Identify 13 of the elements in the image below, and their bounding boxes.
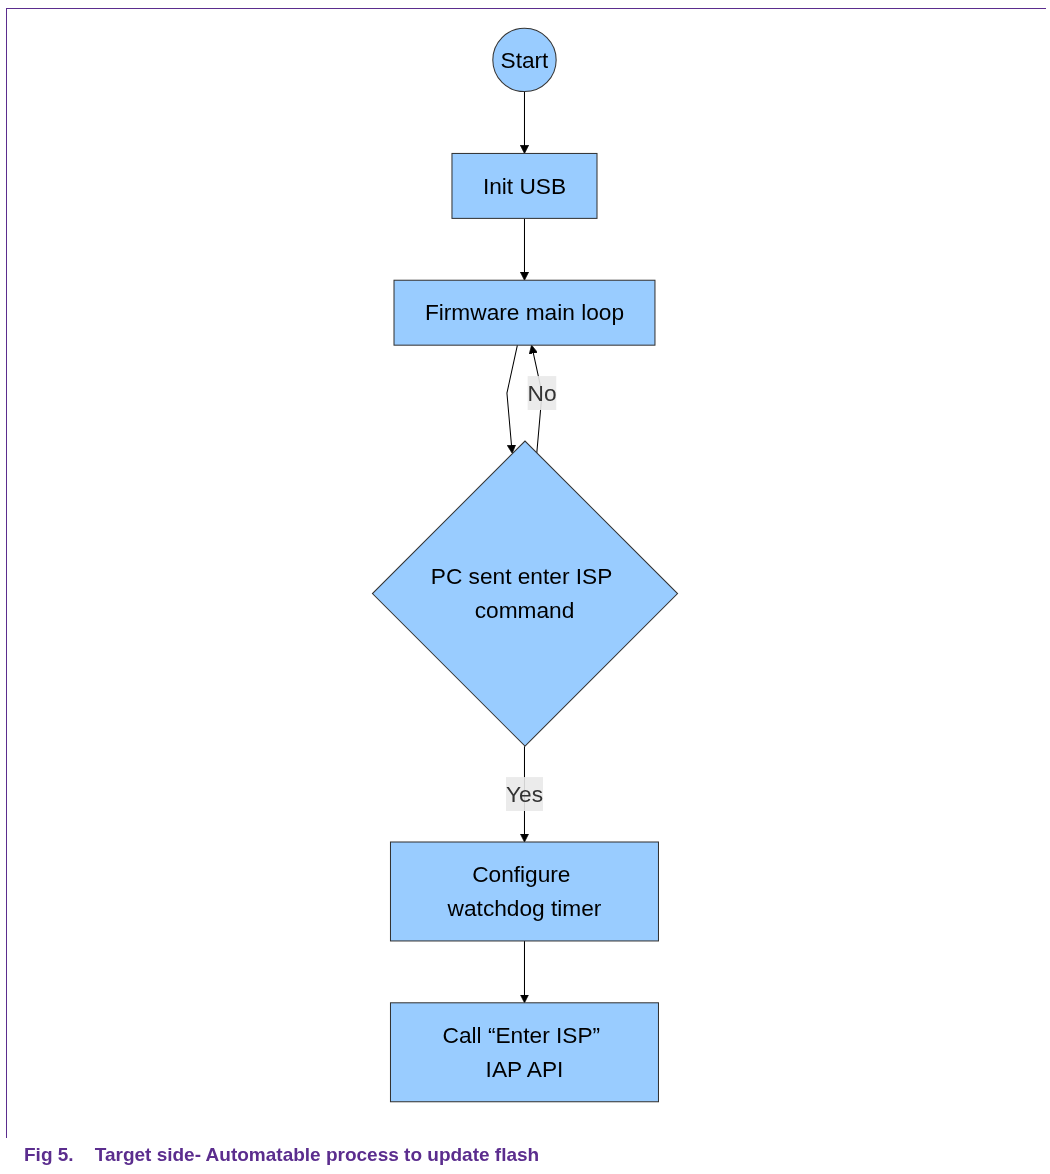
arrow	[506, 344, 518, 454]
node-box: Configure watchdog timer	[389, 841, 659, 942]
arrow	[519, 91, 529, 154]
edge-label: No	[527, 380, 557, 406]
node-box: Call “Enter ISP” IAP API	[389, 1002, 659, 1103]
edge-label: Yes	[505, 781, 543, 807]
figure-caption: Fig 5. Target side- Automatable process to update flash	[24, 1144, 540, 1166]
arrow	[519, 217, 529, 281]
node-diamond: PC sent enter ISP command	[371, 440, 679, 747]
node-box: Init USB	[451, 152, 598, 219]
arrow	[519, 940, 529, 1004]
node-box: Firmware main loop	[393, 279, 656, 346]
node-circle: Start	[492, 27, 557, 93]
